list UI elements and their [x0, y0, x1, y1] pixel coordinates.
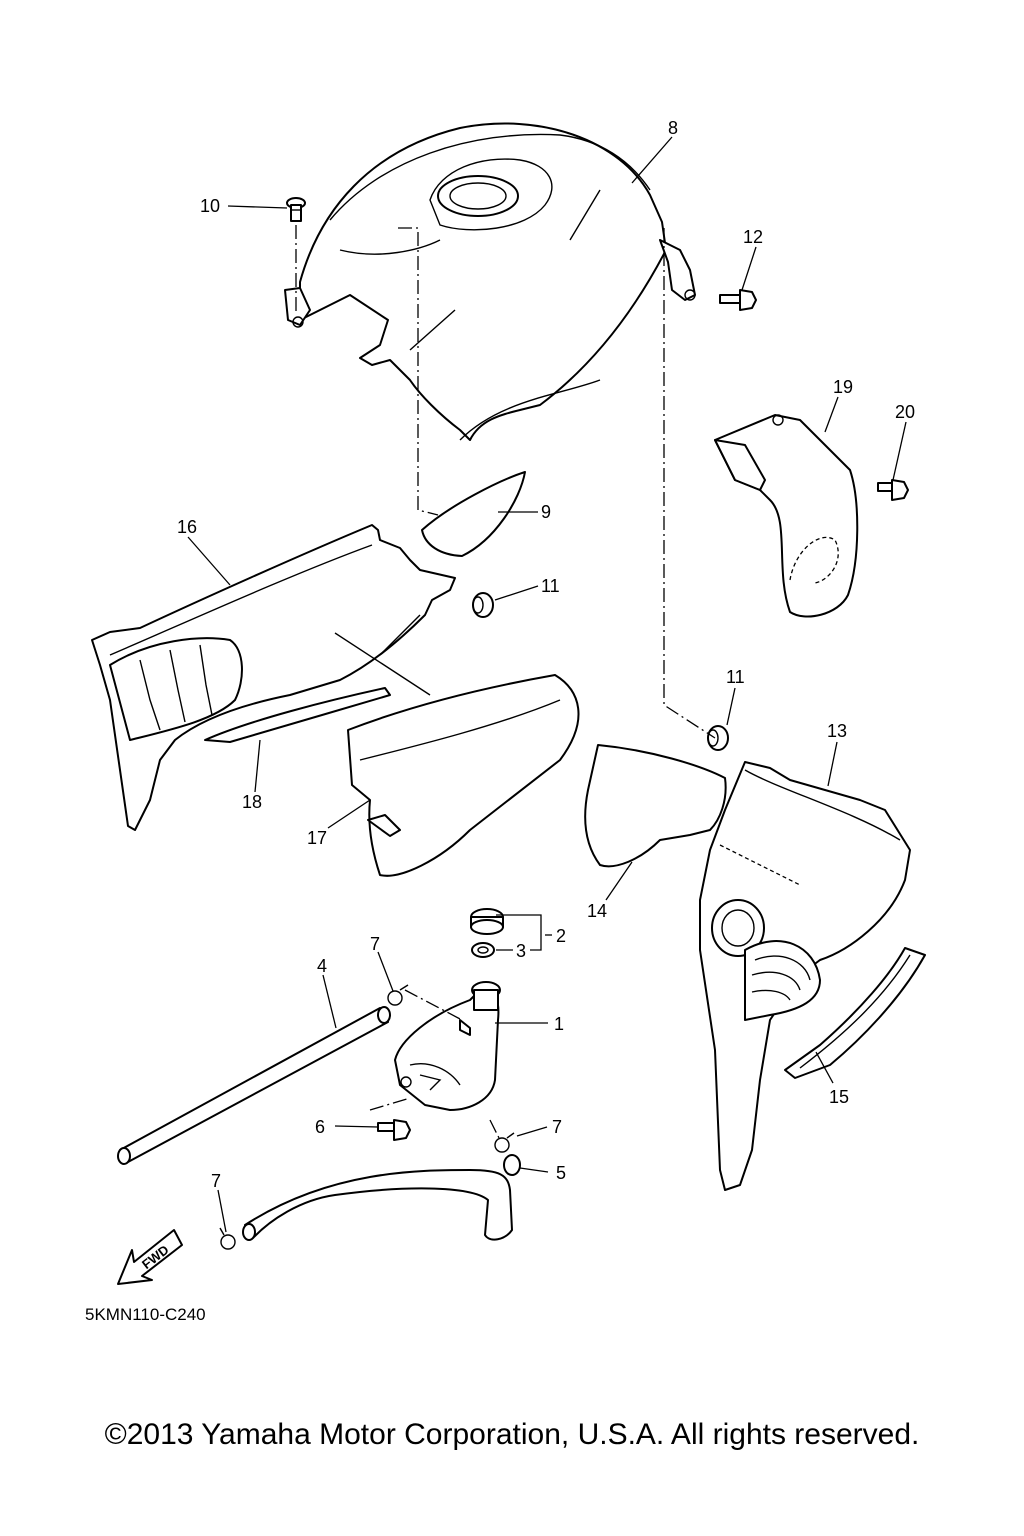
side-cover-left-part-16 — [91, 524, 456, 831]
callout-3: 3 — [516, 941, 526, 961]
grommet-part-11a — [472, 592, 494, 618]
callout-19: 19 — [833, 377, 853, 397]
grommet-part-11b — [707, 725, 729, 751]
callout-1: 1 — [554, 1014, 564, 1034]
callout-17: 17 — [307, 828, 327, 848]
washer-part-3 — [471, 942, 495, 958]
callout-5: 5 — [556, 1163, 566, 1183]
reservoir-tank-part-1 — [394, 981, 501, 1111]
pad-part-17 — [347, 674, 580, 877]
copyright-notice: ©2013 Yamaha Motor Corporation, U.S.A. A… — [104, 1418, 920, 1451]
hose-part-5 — [242, 1154, 521, 1241]
callout-8: 8 — [668, 118, 678, 138]
callout-20: 20 — [895, 402, 915, 422]
leader-lines — [187, 136, 907, 1233]
callout-11b: 11 — [726, 667, 745, 687]
callout-15: 15 — [829, 1087, 849, 1107]
callout-10: 10 — [200, 196, 220, 216]
callout-4: 4 — [317, 956, 327, 976]
side-cover-right-part-13 — [699, 761, 911, 1191]
clip-part-7a — [387, 984, 409, 1006]
clip-part-7b — [494, 1132, 515, 1153]
pad-part-9 — [421, 471, 526, 557]
callout-labels: 8 10 12 19 20 9 16 11 11 13 18 17 14 2 3… — [177, 118, 915, 1191]
callout-18: 18 — [242, 792, 262, 812]
assembly-lines — [295, 225, 716, 1141]
fwd-arrow-icon: FWD — [117, 1229, 183, 1285]
callout-7c: 7 — [211, 1171, 221, 1191]
hose-part-4 — [117, 1006, 391, 1165]
bolt-part-10 — [286, 197, 306, 222]
bolt-part-6 — [377, 1119, 411, 1141]
diagram-code: 5KMN110-C240 — [85, 1305, 206, 1324]
trim-part-15 — [784, 947, 926, 1079]
bolt-part-12 — [719, 289, 757, 311]
pad-part-14 — [584, 744, 727, 868]
callout-6: 6 — [315, 1117, 325, 1137]
callout-12: 12 — [743, 227, 763, 247]
callout-2: 2 — [556, 926, 566, 946]
tank-cover-part-8 — [284, 122, 696, 441]
callout-7b: 7 — [552, 1117, 562, 1137]
callout-9: 9 — [541, 502, 551, 522]
callout-7a: 7 — [370, 934, 380, 954]
callout-11a: 11 — [541, 576, 560, 596]
cap-part-2 — [470, 908, 504, 935]
air-duct-part-19 — [714, 414, 859, 618]
callout-14: 14 — [587, 901, 607, 921]
clip-part-7c — [219, 1227, 236, 1250]
callout-16: 16 — [177, 517, 197, 537]
callout-13: 13 — [827, 721, 847, 741]
bolt-part-20 — [877, 479, 909, 501]
